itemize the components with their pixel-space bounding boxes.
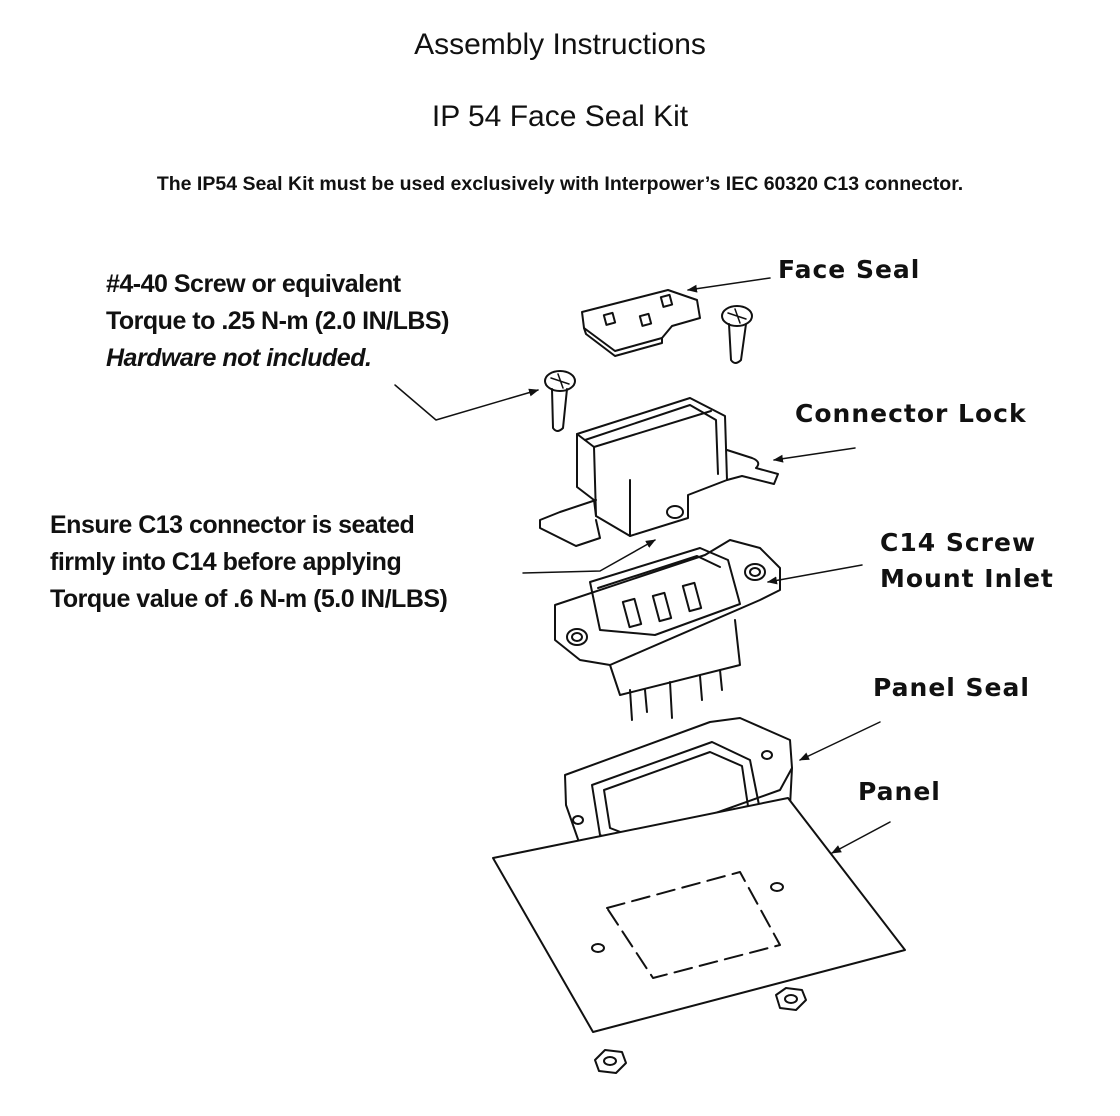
face-seal-part: [581, 289, 701, 357]
torque-note-line-2: firmly into C14 before applying: [50, 548, 402, 576]
c14-inlet-label-line-2: Mount Inlet: [880, 564, 1054, 593]
screw-left: [544, 370, 576, 432]
c14-inlet-label-line-1: C14 Screw: [880, 528, 1037, 557]
connector-lock-part: [539, 397, 779, 547]
panel-label: Panel: [858, 777, 941, 806]
face-seal-label: Face Seal: [778, 255, 921, 284]
panel-seal-label: Panel Seal: [873, 673, 1030, 702]
connector-lock-leader: [773, 447, 856, 463]
screw-right: [721, 305, 753, 364]
torque-note: Ensure C13 connector is seated firmly in…: [50, 507, 448, 618]
torque-leader: [522, 539, 656, 574]
torque-note-line-1: Ensure C13 connector is seated: [50, 511, 415, 539]
c14-inlet-leader: [767, 564, 863, 585]
panel-leader: [831, 821, 891, 854]
torque-note-line-3: Torque value of .6 N-m (5.0 IN/LBS): [50, 585, 448, 613]
nut-left: [594, 1049, 627, 1074]
compatibility-notice: The IP54 Seal Kit must be used exclusive…: [156, 173, 964, 195]
screw-note-line-1: #4-40 Screw or equivalent: [106, 270, 401, 298]
c14-inlet-label: C14 Screw Mount Inlet: [880, 525, 1054, 597]
c14-inlet-part: [554, 539, 781, 721]
panel-seal-leader: [799, 721, 881, 761]
connector-lock-label: Connector Lock: [795, 399, 1027, 428]
panel-part: [492, 797, 906, 1033]
page-title: Assembly Instructions: [414, 28, 706, 61]
page-subtitle: IP 54 Face Seal Kit: [431, 100, 689, 133]
nut-right: [775, 987, 807, 1011]
screw-note-line-2: Torque to .25 N-m (2.0 IN/LBS): [106, 307, 449, 335]
screw-note-line-3: Hardware not included.: [106, 344, 372, 372]
face-seal-leader: [687, 277, 771, 293]
screw-note: #4-40 Screw or equivalent Torque to .25 …: [106, 266, 449, 377]
screw-leader: [394, 384, 539, 421]
